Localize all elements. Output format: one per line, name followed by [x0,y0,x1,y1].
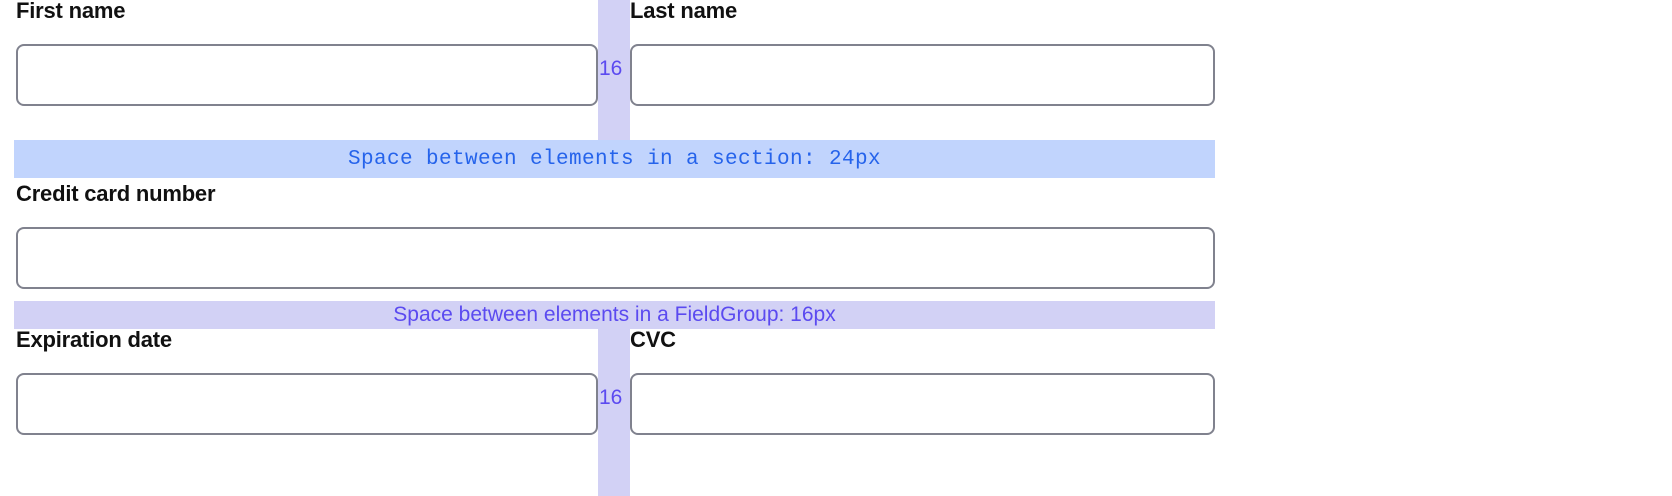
first-name-label: First name [16,0,126,23]
gap-indicator-name-row: 16 [598,0,630,140]
field-expiration-date: Expiration date [16,329,598,435]
field-last-name: Last name [630,0,1215,106]
expiration-date-input[interactable] [16,373,598,435]
last-name-label: Last name [630,0,738,23]
first-name-input[interactable] [16,44,598,106]
credit-card-number-label: Credit card number [16,181,216,206]
annotation-band-section-text: Space between elements in a section: 24p… [347,147,882,171]
name-row: First name 16 Last name [0,0,1672,140]
last-name-input[interactable] [630,44,1215,106]
field-first-name: First name [16,0,598,106]
field-credit-card-number: Credit card number [16,183,1215,289]
expiration-date-label: Expiration date [16,327,172,352]
annotation-band-fieldgroup-text: Space between elements in a FieldGroup: … [393,303,836,326]
annotation-band-section: Space between elements in a section: 24p… [14,140,1215,178]
cvc-input[interactable] [630,373,1215,435]
field-cvc: CVC [630,329,1215,435]
credit-card-number-input[interactable] [16,227,1215,289]
gap-value-name-row: 16 [599,57,623,80]
annotation-band-fieldgroup: Space between elements in a FieldGroup: … [14,301,1215,329]
gap-value-card-row: 16 [599,386,623,409]
gap-indicator-card-row: 16 [598,329,630,496]
card-details-row: Expiration date 16 CVC [0,329,1672,496]
cvc-label: CVC [630,327,676,352]
